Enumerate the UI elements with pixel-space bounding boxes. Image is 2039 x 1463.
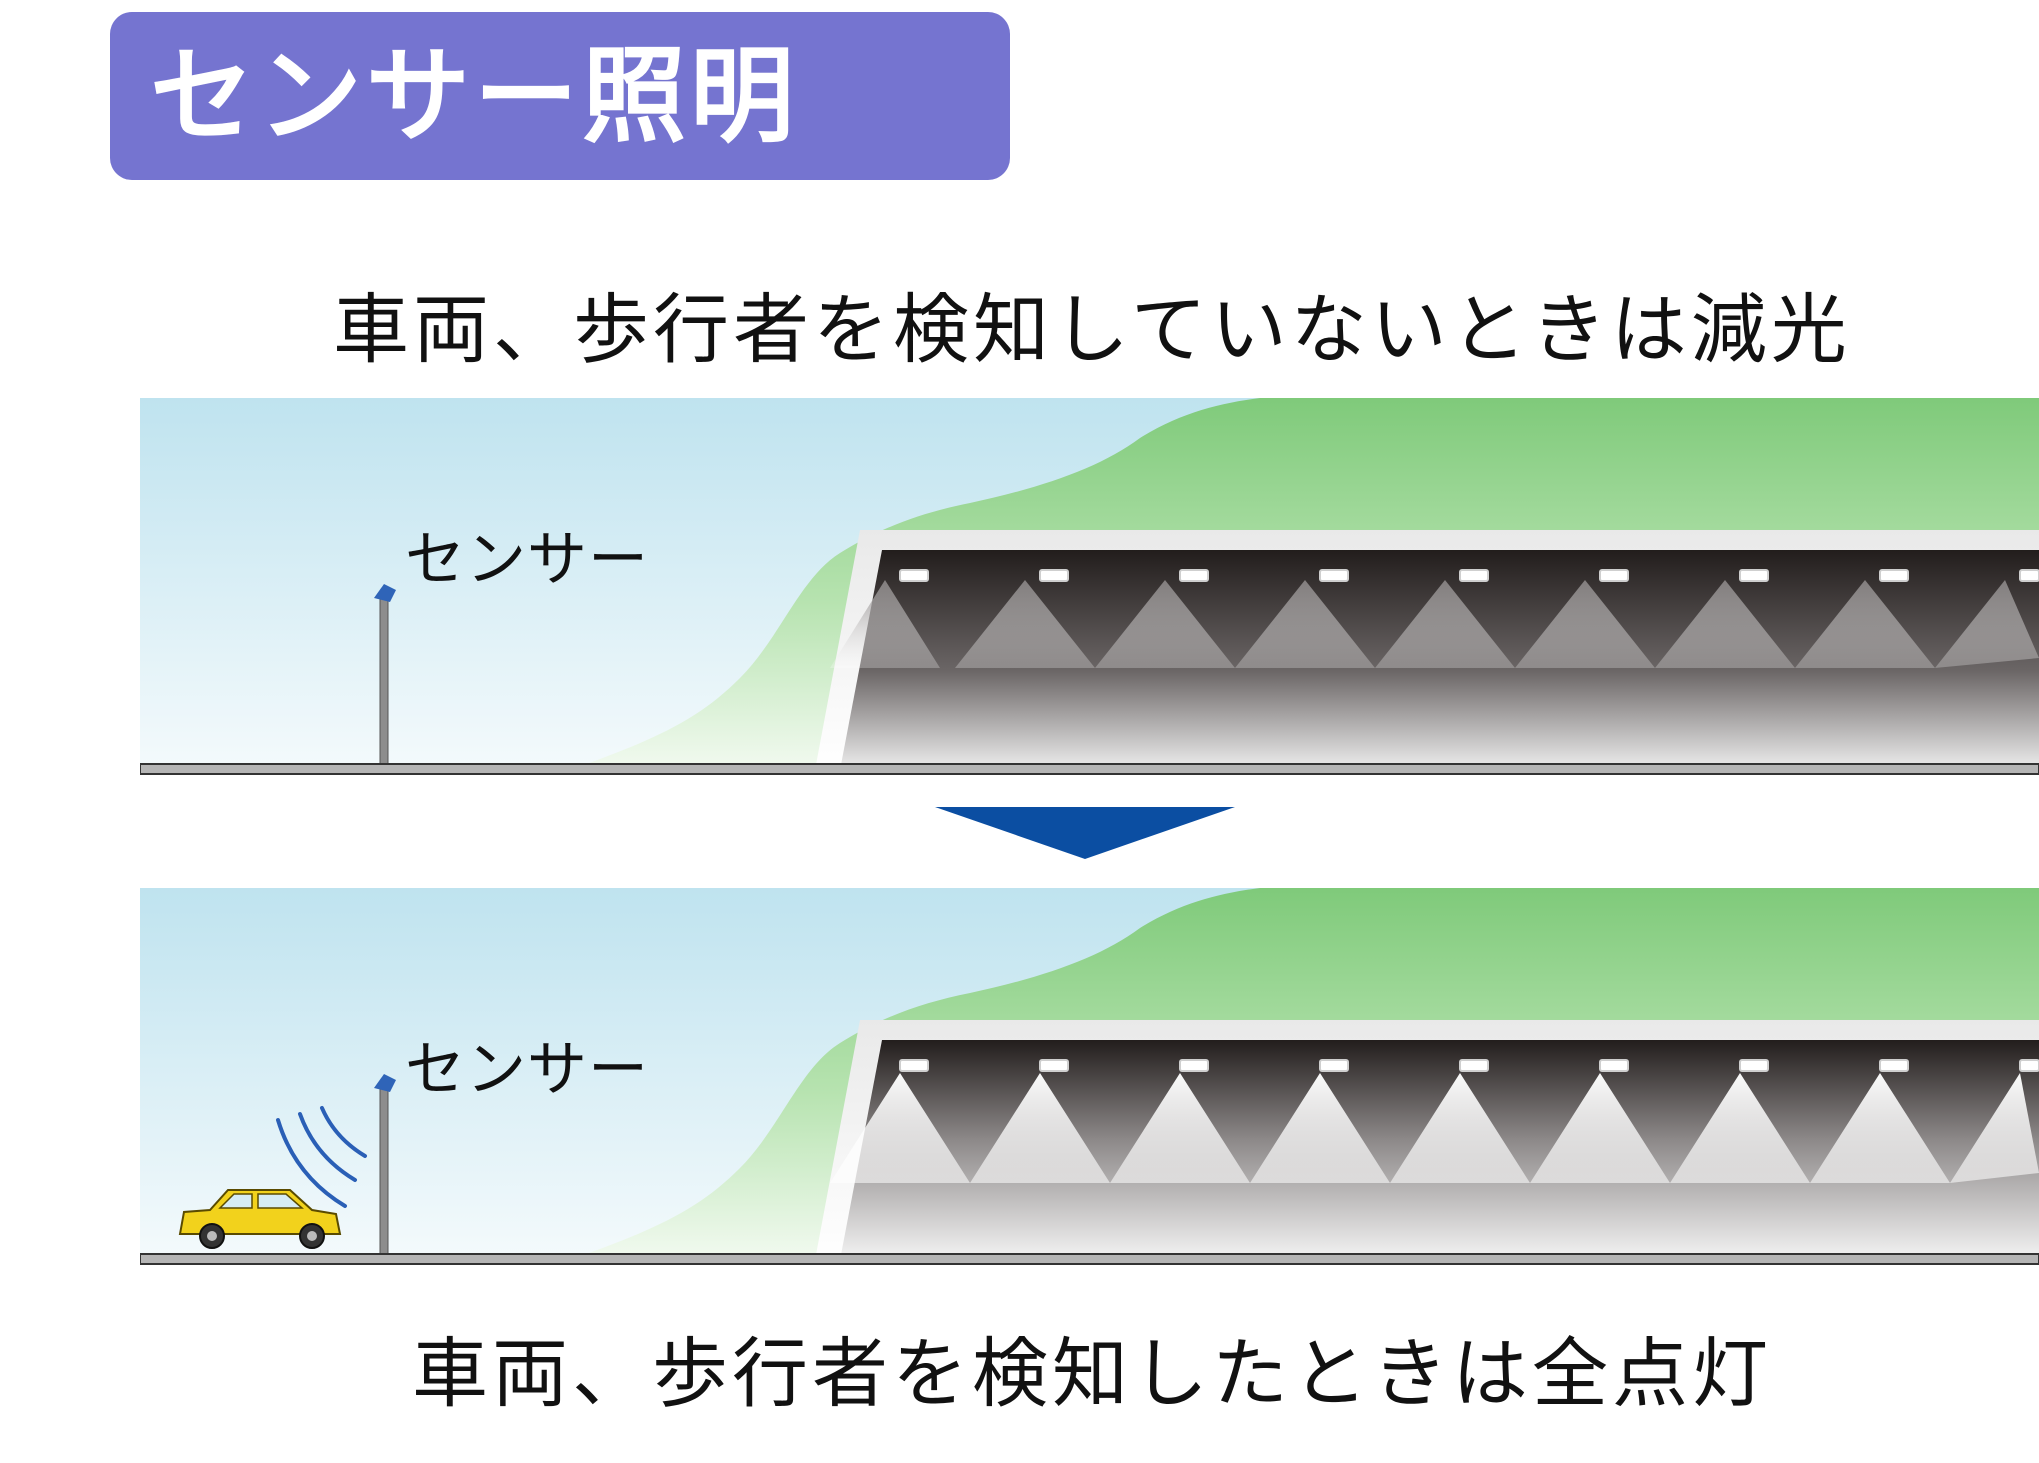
down-arrow-icon: [935, 807, 1235, 859]
sensor-label: センサー: [405, 525, 649, 595]
caption-dimmed: 車両、歩行者を検知していないときは減光: [333, 285, 1851, 374]
title-banner: [110, 12, 1010, 180]
tunnel-scene-lit-illustration: [140, 888, 2039, 1265]
caption-full-lit: 車両、歩行者を検知したときは全点灯: [412, 1329, 1772, 1418]
car-icon: [178, 1189, 342, 1249]
dim-light-cones: [830, 580, 2039, 668]
tunnel-scene-dimmed-illustration: [140, 398, 2039, 775]
tunnel-lamps: [899, 1059, 2039, 1072]
sensor-label: センサー: [405, 1035, 649, 1105]
full-light-cones: [830, 1073, 2039, 1183]
scene-dimmed: [140, 398, 2039, 788]
scene-full-lit: [140, 888, 2039, 1278]
tunnel-lamps: [899, 569, 2039, 582]
detection-waves: [276, 1106, 367, 1208]
page-title: センサー照明: [150, 35, 799, 157]
